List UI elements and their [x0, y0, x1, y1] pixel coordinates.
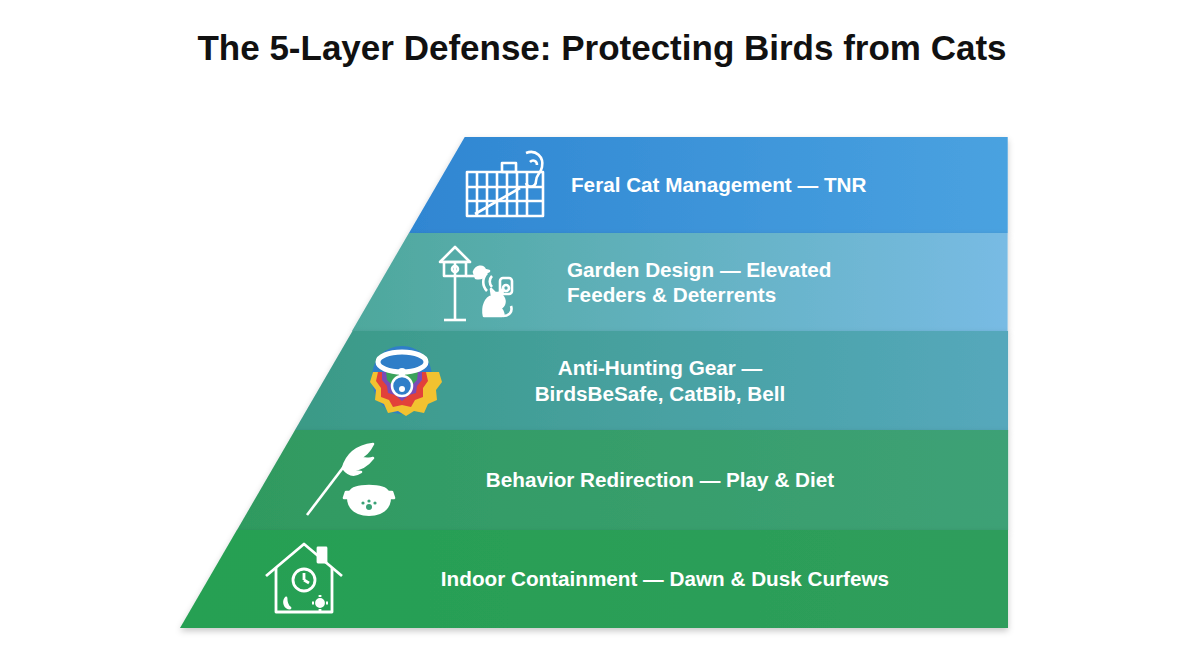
band-label: Anti-Hunting Gear — BirdsBeSafe, CatBib,… — [505, 355, 815, 406]
band-fill — [180, 530, 1008, 628]
garden-design-band: Garden Design — Elevated Feeders & Deter… — [352, 233, 1008, 331]
band-fill — [237, 430, 1008, 530]
band-shape — [352, 233, 1008, 331]
band-fill — [352, 233, 1008, 331]
band-label: Garden Design — Elevated Feeders & Deter… — [567, 257, 837, 308]
band-text-box: Garden Design — Elevated Feeders & Deter… — [567, 233, 837, 331]
band-text-box: Indoor Containment — Dawn & Dusk Curfews — [360, 530, 970, 628]
band-label: Behavior Redirection — Play & Diet — [420, 467, 900, 492]
feeder-icon — [440, 247, 512, 320]
band-text-box: Behavior Redirection — Play & Diet — [420, 430, 900, 530]
band-label: Feral Cat Management — TNR — [571, 172, 991, 197]
collar-icon — [370, 346, 442, 416]
wand-bowl-icon — [307, 444, 394, 516]
band-fill — [409, 137, 1008, 233]
diagram-title: The 5-Layer Defense: Protecting Birds fr… — [0, 28, 1204, 68]
band-text-box: Anti-Hunting Gear — BirdsBeSafe, CatBib,… — [505, 331, 815, 430]
house-icon — [266, 544, 342, 612]
band-text-box: Feral Cat Management — TNR — [571, 137, 991, 233]
band-fill — [295, 331, 1008, 430]
trap-icon — [467, 152, 543, 216]
band-label: Indoor Containment — Dawn & Dusk Curfews — [360, 566, 970, 591]
behavior-band: Behavior Redirection — Play & Diet — [237, 430, 1008, 530]
feral-management-band: Feral Cat Management — TNR — [409, 137, 1008, 233]
